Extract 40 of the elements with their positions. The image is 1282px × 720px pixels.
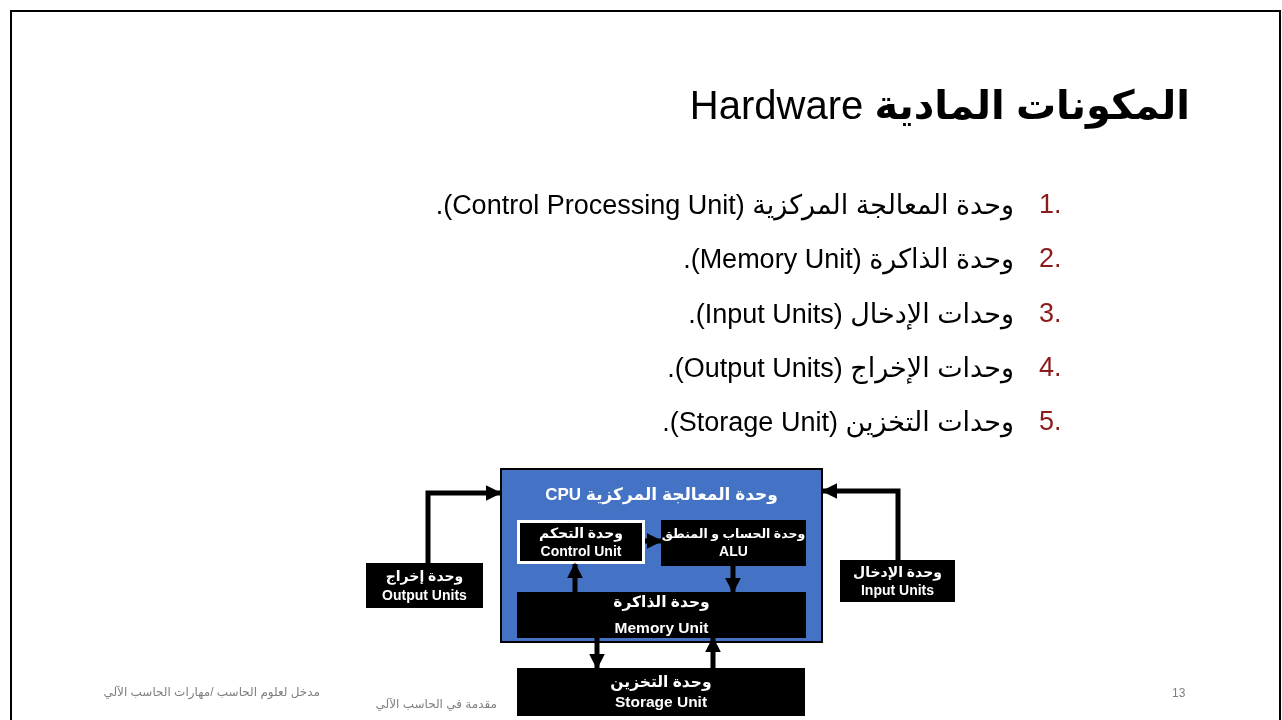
unit-label: وحدة التخزين xyxy=(610,671,712,692)
arrow xyxy=(567,562,583,592)
unit-label: وحدة إخراج xyxy=(385,567,464,586)
unit-label: وحدة الإدخال xyxy=(853,562,942,581)
cpu-box xyxy=(500,468,823,643)
list-item: وحدة الذاكرة (Memory Unit). xyxy=(683,243,1014,275)
arrow xyxy=(821,483,901,560)
list-number: 5. xyxy=(1039,406,1062,437)
list-item: وحدات التخزين (Storage Unit). xyxy=(662,406,1014,438)
unit-label: ALU xyxy=(719,542,748,561)
unit-box xyxy=(840,560,955,602)
list-item: وحدات الإخراج (Output Units). xyxy=(667,352,1014,384)
list-number: 1. xyxy=(1039,189,1062,220)
unit-box xyxy=(517,592,806,638)
list-item: وحدة المعالجة المركزية (Control Processing Unit). xyxy=(435,189,1014,221)
list-number: 3. xyxy=(1039,298,1062,329)
arrow xyxy=(589,638,605,670)
arrow xyxy=(425,485,502,563)
arrow xyxy=(725,566,741,594)
unit-label: Memory Unit xyxy=(614,618,709,638)
arrow xyxy=(705,636,721,668)
unit-label: Control Unit xyxy=(540,542,622,561)
unit-label: وحدة الحساب و المنطق xyxy=(661,525,806,543)
footer-text: مدخل لعلوم الحاسب /مهارات الحاسب الآلي xyxy=(103,685,320,699)
unit-box xyxy=(366,563,483,608)
arrow xyxy=(645,533,663,549)
unit-label: Input Units xyxy=(860,581,935,600)
unit-label: وحدة الذاكرة xyxy=(613,591,710,612)
list-number: 4. xyxy=(1039,352,1062,383)
unit-box xyxy=(661,520,806,566)
unit-box xyxy=(517,520,645,564)
unit-label: Output Units xyxy=(382,585,467,604)
list-number: 2. xyxy=(1039,243,1062,274)
unit-label: وحدة التحكم xyxy=(539,523,623,542)
unit-label: Storage Unit xyxy=(614,692,708,712)
footer-text: مقدمة في الحاسب الآلي xyxy=(375,697,497,711)
unit-box xyxy=(517,668,805,716)
list-item: وحدات الإدخال (Input Units). xyxy=(688,298,1014,330)
unit-label: وحدة المعالجة المركزية CPU xyxy=(545,484,778,507)
page-number: 13 xyxy=(1172,686,1186,700)
